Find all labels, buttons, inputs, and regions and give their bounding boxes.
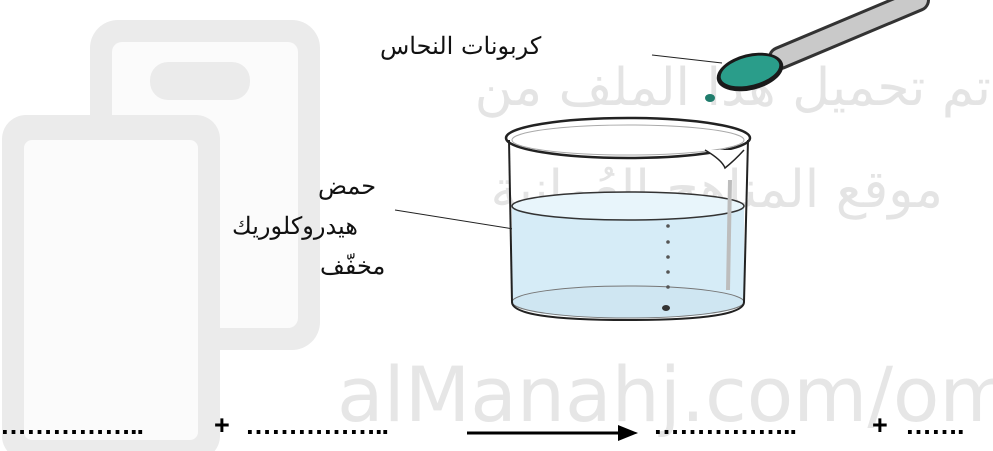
equation-right-blank-1[interactable]: …………….. [653, 410, 797, 440]
phone-stack-icon [2, 20, 320, 451]
beaker-icon [504, 116, 752, 322]
watermark-site: alManahj.com/om [337, 350, 993, 439]
label-acid-line-2: هيدروكلوريك [232, 212, 358, 240]
equation-right-blank-2[interactable]: ……. [905, 410, 965, 440]
equation-left-blank-2[interactable]: …………….. [245, 410, 389, 440]
spatula-icon [705, 0, 930, 102]
label-acid-line-1: حمض [318, 172, 377, 200]
equation-right-plus: + [872, 410, 888, 440]
bubbles-icon [662, 224, 670, 311]
watermark-logo [2, 20, 320, 451]
label-copper-carbonate: كربونات النحاس [380, 32, 542, 60]
equation-left-blank-1[interactable]: …………….. [0, 410, 144, 440]
equation-left-plus: + [214, 410, 230, 440]
reaction-arrow-icon [467, 425, 638, 441]
label-acid-line-3: مخفّف [320, 252, 386, 280]
